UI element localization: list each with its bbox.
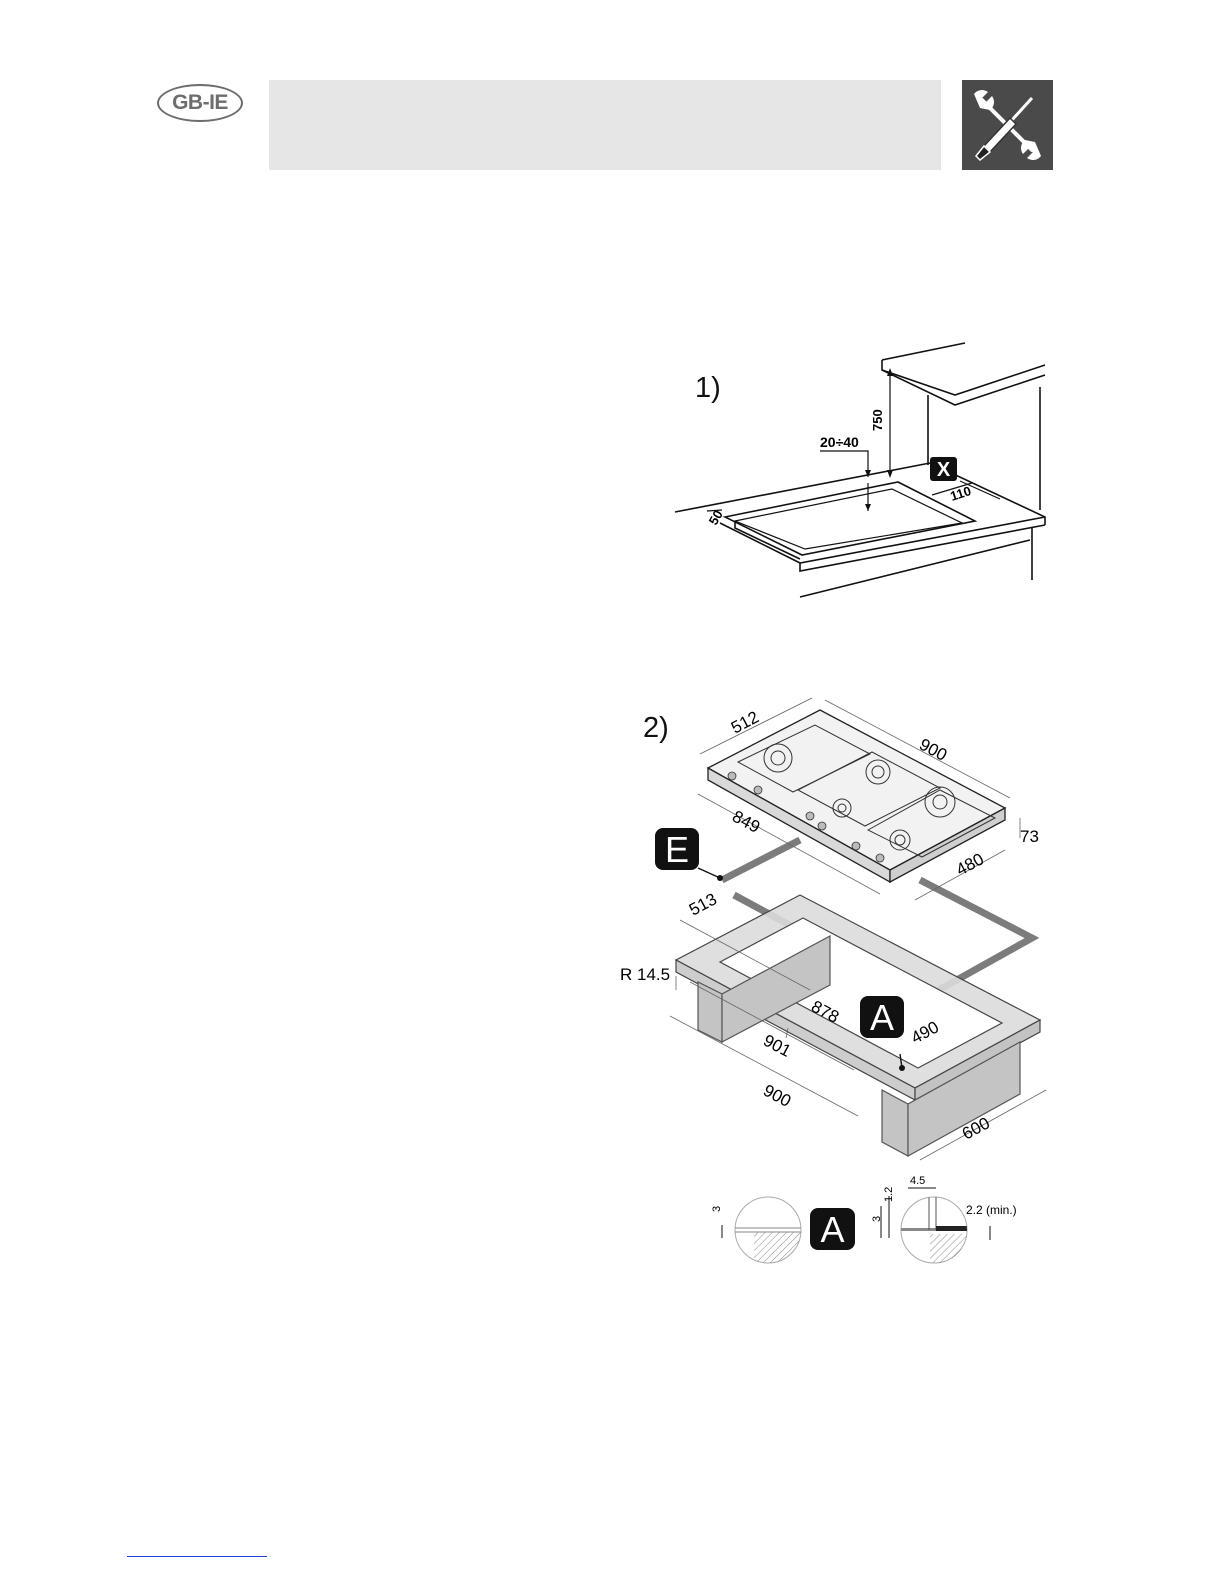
marker-x: X xyxy=(937,459,951,481)
wrench-screwdriver-icon xyxy=(962,80,1053,170)
dim-73: 73 xyxy=(1020,827,1039,846)
dim-900-top: 900 xyxy=(916,735,950,765)
detail-marker-a: A xyxy=(820,1209,844,1250)
dim-849: 849 xyxy=(729,807,763,837)
region-badge: GB-IE xyxy=(157,84,243,122)
dim-r14-5: R 14.5 xyxy=(620,965,670,984)
dim-20-40: 20÷40 xyxy=(820,434,859,450)
detail-dim-1-2: 1.2 xyxy=(883,1187,895,1202)
detail-left-dim: 3 xyxy=(711,1206,723,1212)
footer-rule xyxy=(127,1556,267,1557)
detail-dim-2-2: 2.2 (min.) xyxy=(966,1203,1017,1217)
header-bar xyxy=(269,80,941,170)
detail-dim-3: 3 xyxy=(871,1216,883,1222)
figure-2-drawing: E A 512 900 849 73 480 513 R 14.5 878 49… xyxy=(610,690,1060,1170)
marker-a: A xyxy=(870,997,894,1038)
detail-drawing: 3 A 4.5 1.2 3 2.2 (min.) xyxy=(700,1170,1040,1265)
detail-dim-4-5: 4.5 xyxy=(910,1175,925,1187)
dim-750: 750 xyxy=(870,409,885,431)
dim-900-bottom: 900 xyxy=(760,1081,794,1111)
marker-e: E xyxy=(665,829,689,870)
dim-110: 110 xyxy=(948,483,973,504)
figure-1-drawing: 750 20÷40 50 110 X xyxy=(660,335,1060,605)
dim-513: 513 xyxy=(686,889,720,919)
dim-480: 480 xyxy=(953,849,987,879)
dim-512: 512 xyxy=(728,707,762,737)
